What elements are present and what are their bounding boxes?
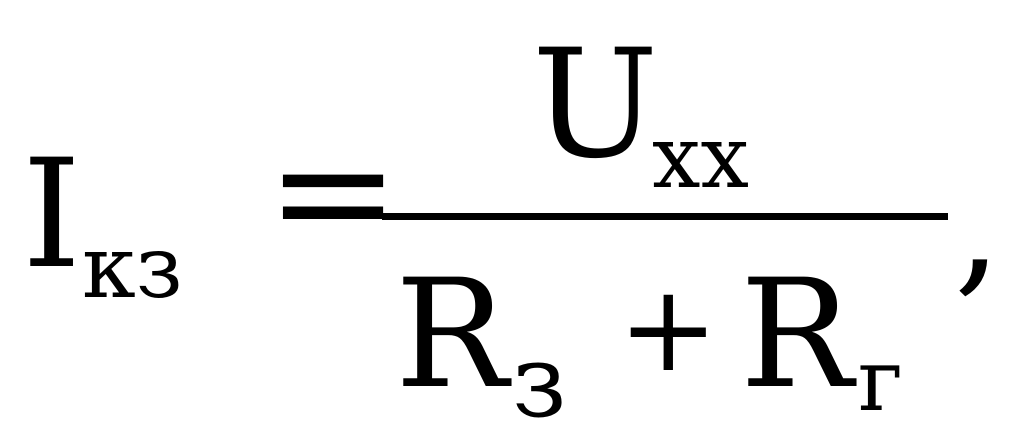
- voltage-symbol: U: [532, 18, 659, 192]
- resistance-subscript-2: г: [858, 331, 904, 431]
- plus-sign: +: [618, 260, 719, 399]
- current-symbol: I: [22, 128, 82, 302]
- resistance-subscript-1: з: [512, 323, 567, 440]
- resistance-symbol-2: R: [740, 248, 853, 422]
- open-circuit-subscript: хх: [652, 108, 750, 208]
- fraction-bar: [382, 213, 948, 220]
- trailing-comma: ,: [954, 138, 1002, 312]
- resistance-symbol-1: R: [395, 248, 508, 422]
- equals-sign: =: [266, 98, 401, 285]
- short-circuit-subscript: кз: [82, 218, 183, 318]
